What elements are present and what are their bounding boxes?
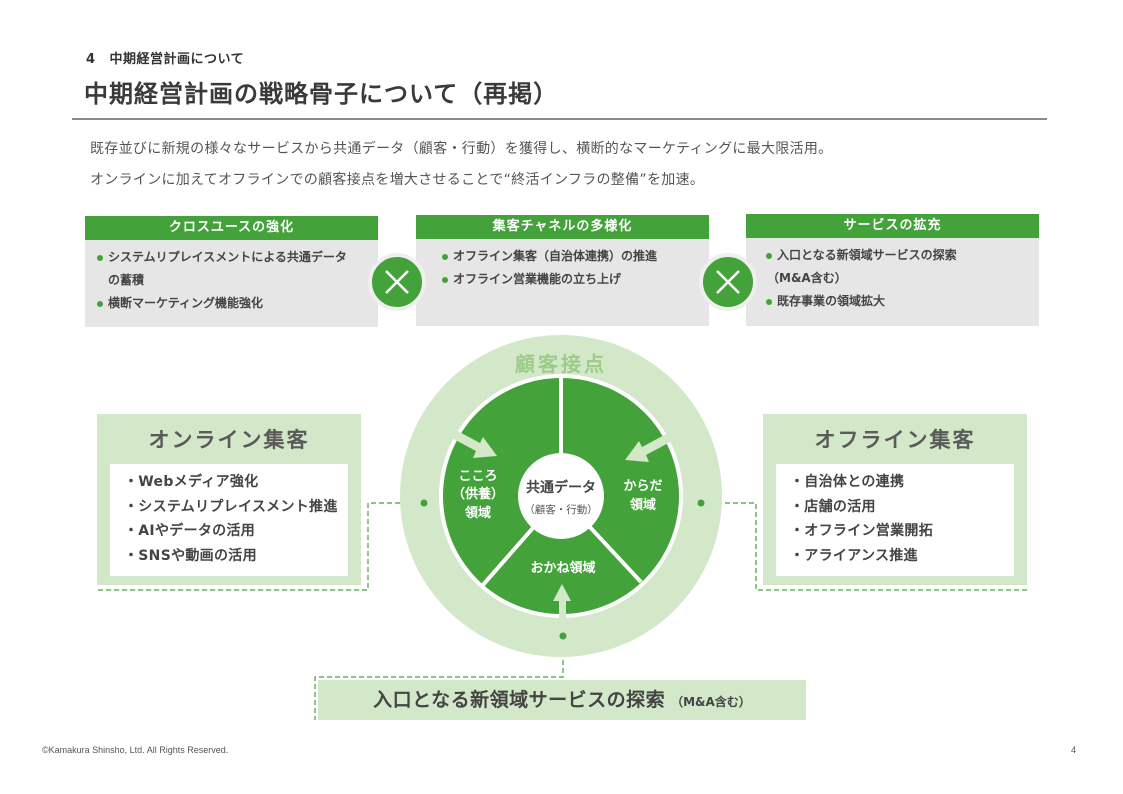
bullet-text: 横断マーケティング機能強化 <box>108 296 264 310</box>
bullet-dot-icon <box>442 254 448 260</box>
online-item: ・SNSや動画の活用 <box>124 547 257 564</box>
page-number: 4 <box>1071 745 1077 755</box>
bottom-dot-icon <box>559 632 567 640</box>
bullet-text-cont: の蓄積 <box>108 273 145 287</box>
kokoro-label-3: 領域 <box>465 505 491 521</box>
kokoro-label-2: （供養） <box>452 486 504 502</box>
bullet-text: 既存事業の領域拡大 <box>777 294 886 308</box>
offline-item: ・店舗の活用 <box>790 498 876 515</box>
online-item: ・システムリプレイスメント推進 <box>124 498 338 515</box>
bullet-text: システムリプレイスメントによる共通データ <box>108 250 347 264</box>
strategy-bullet: オフライン集客（自治体連携）の推進 <box>442 245 701 268</box>
bullet-text: オフライン集客（自治体連携）の推進 <box>453 249 658 263</box>
online-connector <box>97 502 424 591</box>
strategy-bullet: 入口となる新領域サービスの探索 （M&A含む） <box>766 244 1031 290</box>
bullet-dot-icon <box>97 255 103 261</box>
bullet-dot-icon <box>766 253 772 259</box>
arrows <box>448 428 674 632</box>
strategy-body: システムリプレイスメントによる共通データの蓄積 横断マーケティング機能強化 <box>85 240 378 327</box>
bullet-text: オフライン営業機能の立ち上げ <box>453 272 622 286</box>
strategy-title: サービスの拡充 <box>746 214 1039 238</box>
online-item: ・AIやデータの活用 <box>124 523 256 539</box>
title-divider <box>72 118 1047 120</box>
footer-copyright: ©Kamakura Shinsho, Ltd. All Rights Reser… <box>42 745 229 755</box>
lead-line-1: 既存並びに新規の様々なサービスから共通データ（顧客・行動）を獲得し、横断的なマー… <box>90 141 833 157</box>
online-item: ・Webメディア強化 <box>124 474 259 490</box>
offline-item: ・オフライン営業開拓 <box>790 523 933 539</box>
online-dot-icon <box>420 499 428 507</box>
offline-list: ・自治体との連携 ・店舗の活用 ・オフライン営業開拓 ・アライアンス推進 <box>776 464 1014 576</box>
bullet-dot-icon <box>766 299 772 305</box>
page-title: 中期経営計画の戦略骨子について（再掲） <box>84 80 559 108</box>
bullet-dot-icon <box>442 277 448 283</box>
new-domain-title: 入口となる新領域サービスの探索 <box>373 689 666 711</box>
center-data-circle <box>518 453 604 539</box>
new-domain-box: 入口となる新領域サービスの探索 （M&A含む） <box>318 680 806 720</box>
offline-item: ・アライアンス推進 <box>790 547 918 564</box>
bullet-dot-icon <box>97 301 103 307</box>
new-domain-note: （M&A含む） <box>671 695 751 709</box>
kokoro-label-1: こころ <box>458 469 497 484</box>
section-label: 4 中期経営計画について <box>86 48 244 67</box>
strategy-body: 入口となる新領域サービスの探索 （M&A含む） 既存事業の領域拡大 <box>746 238 1039 326</box>
strategy-body: オフライン集客（自治体連携）の推進 オフライン営業機能の立ち上げ <box>416 239 709 326</box>
karada-label-2: 領域 <box>630 497 656 513</box>
okane-label: おかね領域 <box>530 560 595 576</box>
lead-line-2: オンラインに加えてオフラインでの顧客接点を増大させることで“終活インフラの整備”… <box>90 172 705 188</box>
online-acquisition-box: オンライン集客 ・Webメディア強化 ・システムリプレイスメント推進 ・AIやデ… <box>97 414 361 585</box>
offline-connector <box>701 502 1027 591</box>
offline-item: ・自治体との連携 <box>790 474 905 490</box>
times-icon <box>699 253 757 311</box>
offline-dot-icon <box>697 499 705 507</box>
arrow-right-icon <box>625 432 674 462</box>
ring-label: 顧客接点 <box>515 352 607 376</box>
connector-dots <box>420 499 705 640</box>
strategy-title: クロスユースの強化 <box>85 216 378 240</box>
section-title: 中期経営計画について <box>109 52 245 67</box>
strategy-bullet: オフライン営業機能の立ち上げ <box>442 268 701 291</box>
strategy-service: サービスの拡充 入口となる新領域サービスの探索 （M&A含む） 既存事業の領域拡大 <box>746 214 1039 326</box>
online-title: オンライン集客 <box>148 428 310 452</box>
strategy-bullet: 横断マーケティング機能強化 <box>97 292 370 315</box>
bullet-text-cont: （M&A含む） <box>767 271 847 285</box>
arrow-bottom-icon <box>553 584 571 632</box>
strategy-title: 集客チャネルの多様化 <box>416 215 709 239</box>
times-icon <box>368 253 426 311</box>
bullet-text: 入口となる新領域サービスの探索 <box>777 248 957 262</box>
strategy-cross-use: クロスユースの強化 システムリプレイスメントによる共通データの蓄積 横断マーケテ… <box>85 216 378 327</box>
strategy-bullet: 既存事業の領域拡大 <box>766 290 1031 313</box>
offline-acquisition-box: オフライン集客 ・自治体との連携 ・店舗の活用 ・オフライン営業開拓 ・アライア… <box>763 414 1027 585</box>
strategy-bullet: システムリプレイスメントによる共通データの蓄積 <box>97 246 370 292</box>
center-title: 共通データ <box>526 479 596 496</box>
offline-title: オフライン集客 <box>814 428 976 452</box>
karada-label-1: からだ <box>623 479 662 494</box>
arrow-left-icon <box>448 428 497 458</box>
section-number: 4 <box>86 52 96 67</box>
online-list: ・Webメディア強化 ・システムリプレイスメント推進 ・AIやデータの活用 ・S… <box>110 464 348 576</box>
strategy-channel: 集客チャネルの多様化 オフライン集客（自治体連携）の推進 オフライン営業機能の立… <box>416 215 709 326</box>
center-subtitle: （顧客・行動） <box>524 503 598 516</box>
